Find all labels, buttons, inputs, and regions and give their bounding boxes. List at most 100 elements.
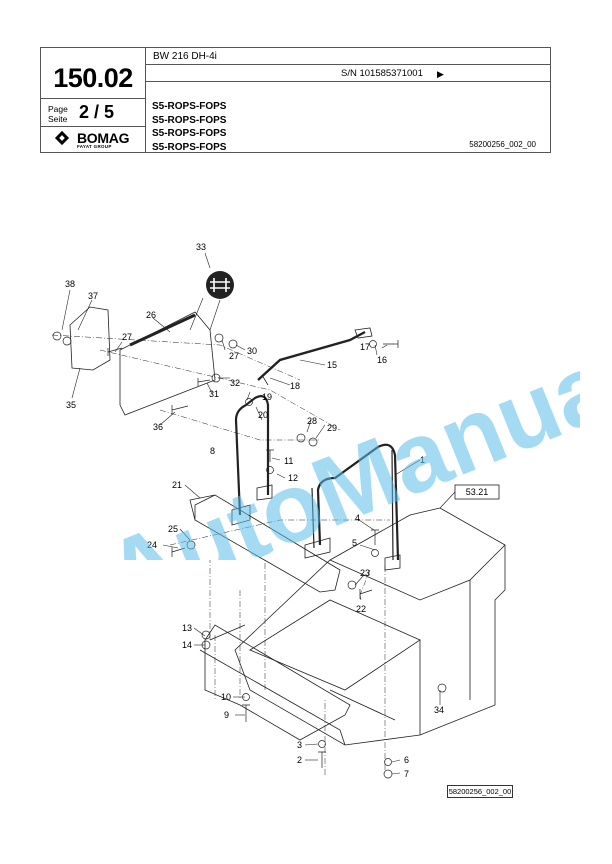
callout-16: 16 xyxy=(377,355,387,365)
page-label: Page Seite xyxy=(48,104,68,124)
nut xyxy=(214,333,224,343)
callout-9: 9 xyxy=(224,710,229,720)
nut xyxy=(308,437,318,447)
callout-15: 15 xyxy=(327,360,337,370)
tank-outline xyxy=(234,507,506,746)
detail-symbol xyxy=(210,278,230,292)
bolt xyxy=(171,405,189,415)
center-line xyxy=(169,519,390,546)
drawing-id: 58200256_002_00 xyxy=(469,140,536,149)
callout-26: 26 xyxy=(146,310,156,320)
tank-inner xyxy=(249,599,421,691)
callout-10: 10 xyxy=(221,692,231,702)
tie-rod xyxy=(257,330,366,381)
callout-19: 19 xyxy=(262,392,272,402)
callout-35: 35 xyxy=(66,400,76,410)
page-label-en: Page xyxy=(48,104,68,114)
washer xyxy=(347,580,357,590)
bolt xyxy=(383,340,399,348)
logo-subtext: FAYAT GROUP xyxy=(77,144,112,149)
center-line xyxy=(159,409,320,441)
side-panel xyxy=(119,311,216,416)
callout-3: 3 xyxy=(297,740,302,750)
rops-frame-right-inner xyxy=(311,449,394,561)
nut xyxy=(369,340,377,348)
callout-29: 29 xyxy=(327,423,337,433)
callout-8: 8 xyxy=(210,446,215,456)
grommet xyxy=(437,683,447,693)
callout-7: 7 xyxy=(404,769,409,779)
callout-1: 1 xyxy=(420,455,425,465)
callout-37: 37 xyxy=(88,291,98,301)
washer xyxy=(245,398,253,406)
nut xyxy=(52,331,62,341)
section-title: S5-ROPS-FOPS xyxy=(152,101,227,112)
callout-24: 24 xyxy=(147,540,157,550)
tank-top xyxy=(329,544,506,601)
washer xyxy=(186,540,196,550)
callout-31: 31 xyxy=(209,389,219,399)
serial-number: S/N 101585371001 xyxy=(341,68,423,79)
washer xyxy=(266,466,274,474)
bolt xyxy=(171,547,186,557)
title-block: BW 216 DH-4i 150.02 S/N 101585371001 ▶ P… xyxy=(40,47,551,153)
bolt xyxy=(266,449,274,462)
divider xyxy=(41,98,145,99)
page-number: 150.02 xyxy=(53,63,133,93)
bottom-plate xyxy=(204,624,351,741)
divider xyxy=(145,81,550,82)
tank-flange xyxy=(199,624,396,746)
bolt xyxy=(242,704,250,722)
callout-34: 34 xyxy=(434,705,444,715)
washer xyxy=(62,336,72,346)
bomag-logo: BOMAG FAYAT GROUP xyxy=(54,130,139,152)
tank-front xyxy=(419,580,471,735)
washer xyxy=(318,740,326,748)
center-line xyxy=(99,349,341,431)
light-unit xyxy=(69,306,111,371)
cross-beam xyxy=(189,494,341,593)
section-title: S5-ROPS-FOPS xyxy=(152,114,227,126)
washer xyxy=(211,373,221,383)
callout-33: 33 xyxy=(196,242,206,252)
serial-arrow-icon: ▶ xyxy=(437,69,444,79)
callout-23: 23 xyxy=(360,568,370,578)
callout-38: 38 xyxy=(65,279,75,289)
reference-box-label: 53.21 xyxy=(466,487,489,497)
detail-circle xyxy=(206,271,234,299)
bolt xyxy=(197,378,211,386)
washer xyxy=(201,640,211,650)
divider xyxy=(145,48,146,152)
callout-13: 13 xyxy=(182,623,192,633)
callout-6: 6 xyxy=(404,755,409,765)
callout-2: 2 xyxy=(297,755,302,765)
nut xyxy=(383,769,393,779)
callout-25: 25 xyxy=(168,524,178,534)
callout-20: 20 xyxy=(258,410,268,420)
rops-plate-left xyxy=(231,484,273,526)
callout-22: 22 xyxy=(356,604,366,614)
page-label-de: Seite xyxy=(48,114,68,124)
callout-21: 21 xyxy=(172,480,182,490)
center-line xyxy=(51,334,301,381)
logo-text: BOMAG xyxy=(77,130,130,146)
rubber-strip xyxy=(129,313,196,347)
washer xyxy=(384,758,392,766)
footer-drawing-id: 58200256_002_00 xyxy=(447,785,513,798)
callout-18: 18 xyxy=(290,381,300,391)
page-of: 2 / 5 xyxy=(79,102,115,122)
callout-11: 11 xyxy=(284,456,293,466)
section-title: S5-ROPS-FOPS xyxy=(152,128,227,139)
washer xyxy=(228,339,238,349)
callout-5: 5 xyxy=(352,538,357,548)
washer xyxy=(242,693,250,701)
bolt xyxy=(318,751,326,768)
rops-frame-left xyxy=(234,395,270,516)
callout-12: 12 xyxy=(288,473,298,483)
callout-28: 28 xyxy=(307,416,317,426)
callout-30: 30 xyxy=(247,346,257,356)
washer xyxy=(371,549,379,557)
bolt xyxy=(359,589,373,599)
bolt xyxy=(107,347,123,356)
center-line xyxy=(209,560,326,775)
